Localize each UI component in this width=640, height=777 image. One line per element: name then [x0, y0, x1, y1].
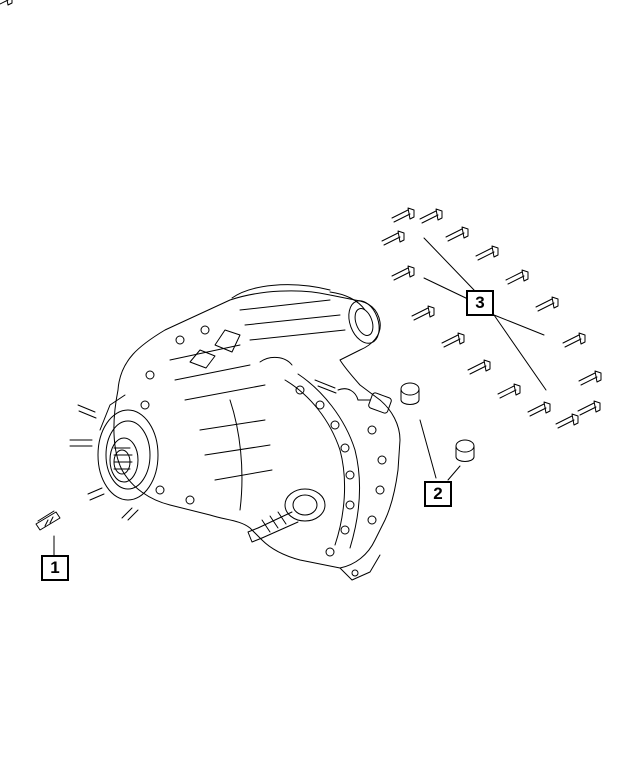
callout-2: 2 — [424, 481, 452, 507]
transfer-case-assembly — [69, 284, 401, 581]
callout-3: 3 — [466, 290, 494, 316]
callout-1: 1 — [41, 555, 69, 581]
part-dowels — [400, 382, 475, 481]
part-stud — [35, 510, 61, 557]
part-bolts — [0, 0, 602, 429]
